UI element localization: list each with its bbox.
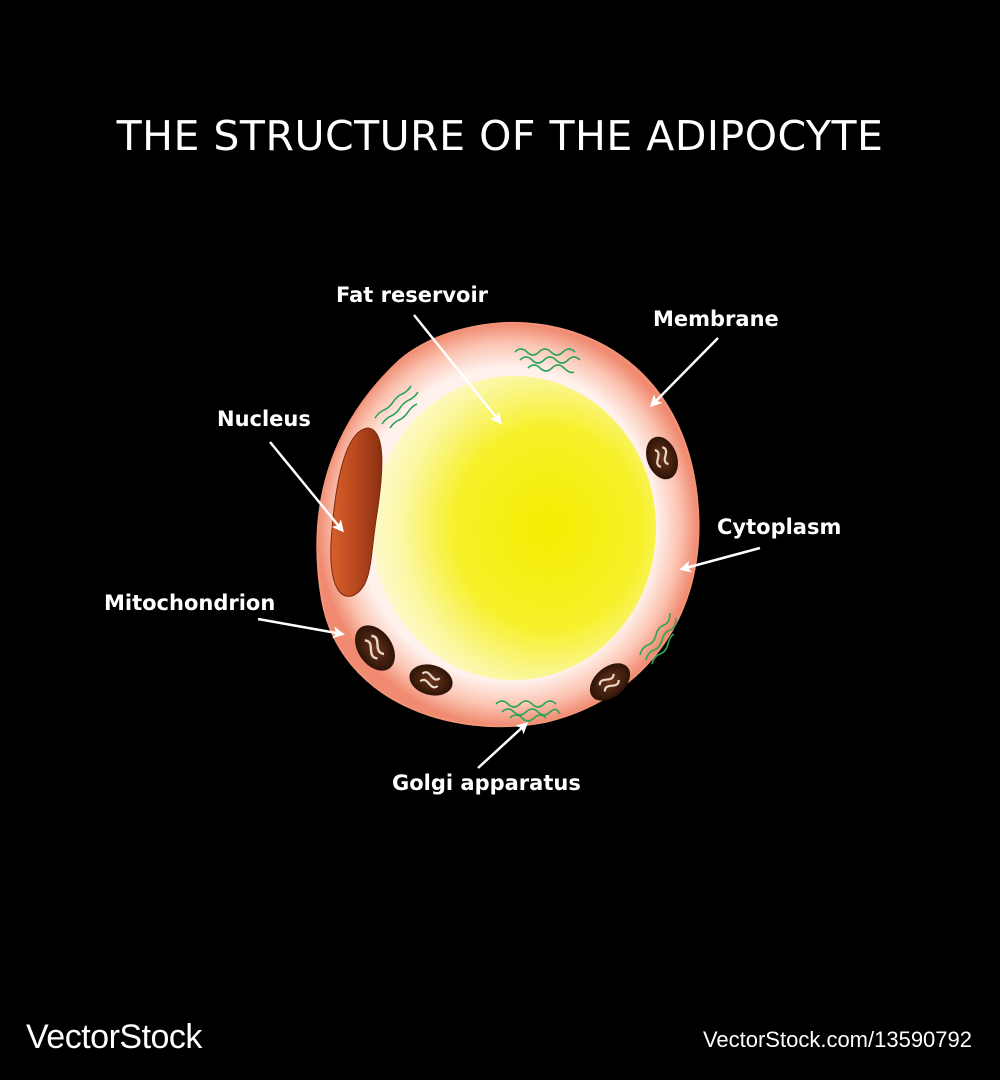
image-id-text: VectorStock.com/13590792 (702, 1027, 972, 1052)
fat-reservoir-arrow (413, 314, 502, 425)
fat-reservoir (372, 376, 656, 680)
cytoplasm-arrow (679, 546, 761, 573)
nucleus-shape (330, 427, 383, 597)
golgi-1 (514, 348, 581, 374)
label-mitochondrion: Mitochondrion (104, 591, 276, 615)
membrane-arrow (649, 337, 719, 408)
label-nucleus: Nucleus (217, 407, 311, 431)
golgi-3 (639, 612, 677, 665)
diagram-title: THE STRUCTURE OF THE ADIPOCYTE (116, 112, 884, 160)
mitochondrion-arrow (257, 617, 345, 639)
mitochondrion-2 (355, 625, 395, 671)
golgi-4 (495, 700, 561, 722)
mitochondrion-1 (646, 436, 678, 480)
label-fat-reservoir: Fat reservoir (336, 283, 489, 307)
nucleus-arrow (269, 441, 344, 533)
footer-bar (0, 990, 1000, 1080)
label-golgi-apparatus: Golgi apparatus (392, 771, 581, 795)
label-cytoplasm: Cytoplasm (717, 515, 842, 539)
golgi-arrow (477, 721, 529, 769)
brand-logo: VectorStock (26, 1018, 202, 1056)
mitochondrion-3 (409, 664, 453, 696)
label-membrane: Membrane (653, 307, 779, 331)
mitochondrion-4 (589, 663, 631, 701)
golgi-2 (374, 385, 419, 429)
